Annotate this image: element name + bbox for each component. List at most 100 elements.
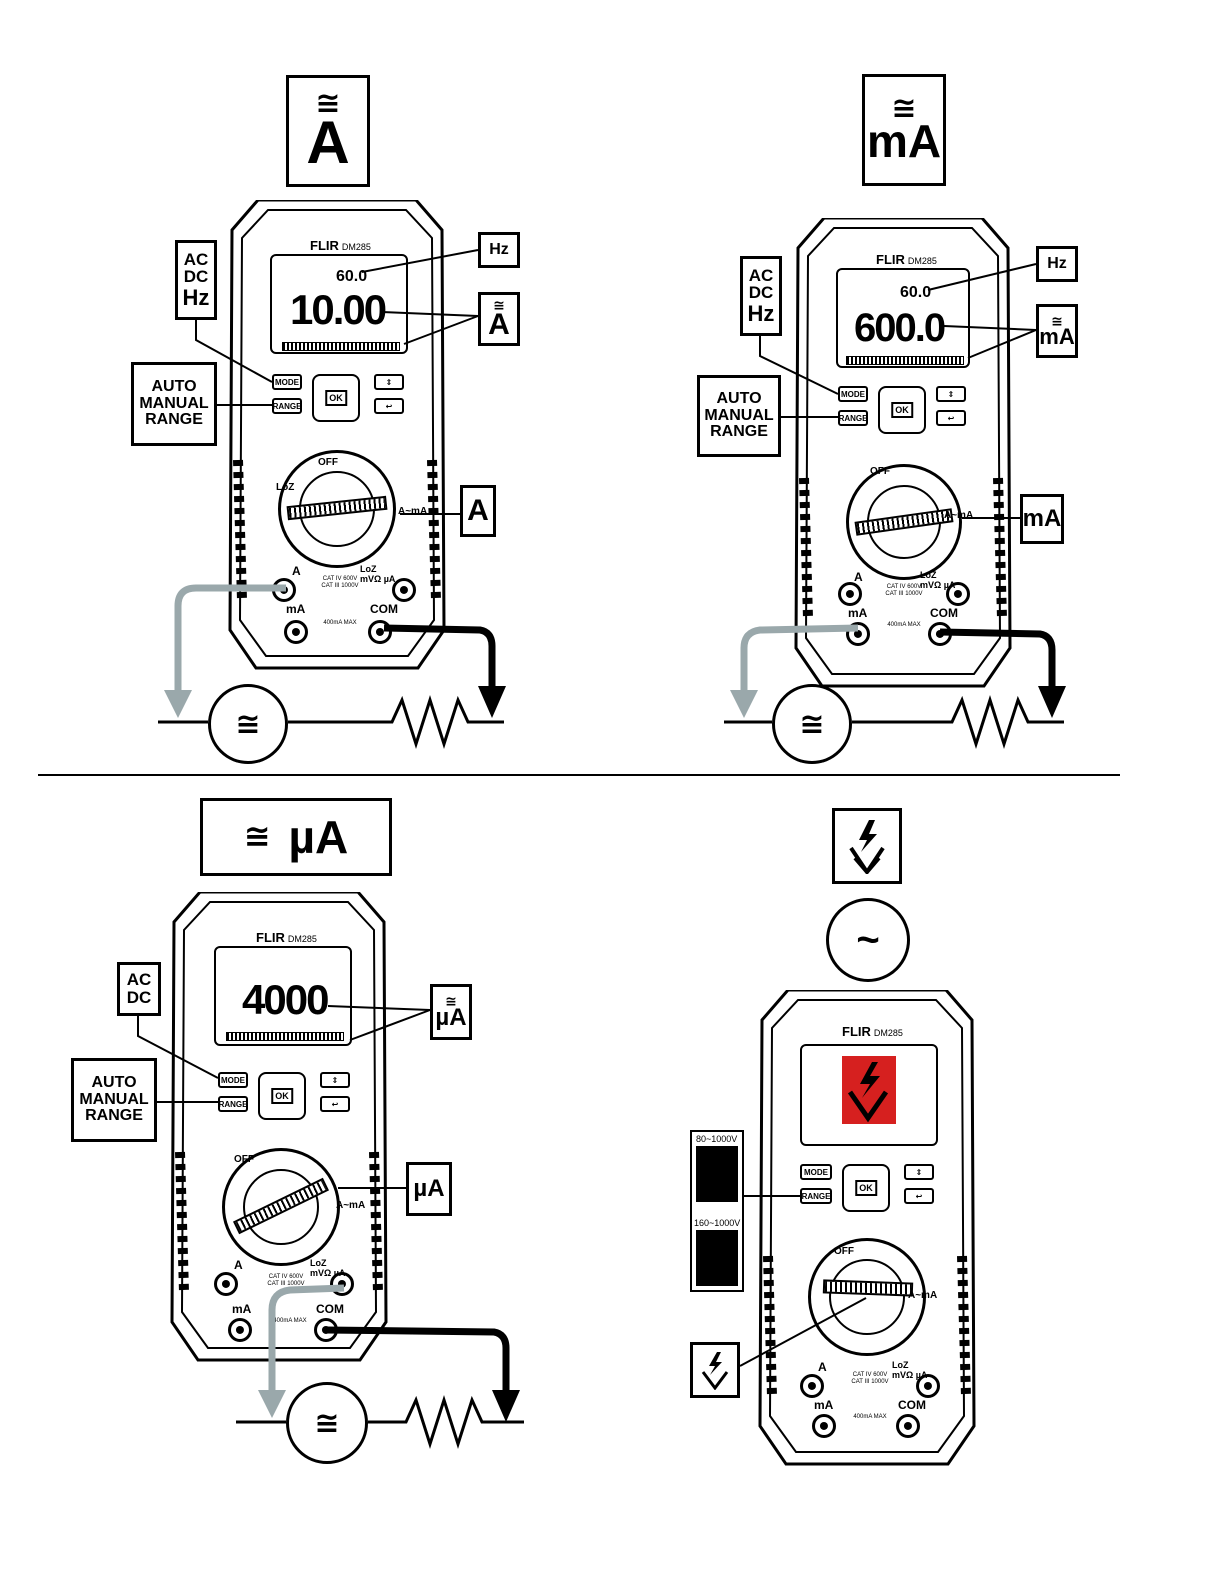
rotary-dial[interactable] <box>278 450 396 568</box>
ok-button[interactable]: OK <box>891 402 913 418</box>
jack-com[interactable] <box>896 1414 920 1438</box>
lcd-screen: 60.0 10.00 <box>270 254 408 354</box>
callout-dial-microamps: µA <box>406 1162 452 1216</box>
header-vflash <box>832 808 902 884</box>
back-button[interactable]: ↩ <box>320 1096 350 1112</box>
callout-hz: Hz <box>478 232 520 268</box>
ma-max: 400mA MAX <box>853 1414 887 1420</box>
hold-button[interactable]: ⇕ <box>904 1164 934 1180</box>
back-button[interactable]: ↩ <box>374 398 404 414</box>
mode-button[interactable]: MODE <box>838 386 868 402</box>
ac-source: ~ <box>826 898 910 982</box>
mode-button[interactable]: MODE <box>272 374 302 390</box>
cat-rating: CAT IV 600V CAT III 1000V <box>267 1274 305 1287</box>
ac-dc-source: ≅ <box>772 684 852 764</box>
jack-ma-label: mA <box>814 1398 834 1412</box>
dial-label-off: OFF <box>234 1154 254 1165</box>
jack-vohm-label: LoZ mVΩ µA <box>892 1360 928 1380</box>
jack-ma[interactable] <box>284 620 308 644</box>
header-milliamps: ≅ mA <box>862 74 946 186</box>
vflash-range-high-icon <box>696 1230 738 1286</box>
ok-button[interactable]: OK <box>271 1088 293 1104</box>
mode-button[interactable]: MODE <box>218 1072 248 1088</box>
jack-a-label: A <box>854 570 863 584</box>
jack-ma[interactable] <box>228 1318 252 1342</box>
range-button[interactable]: RANGE <box>272 398 302 414</box>
jack-a[interactable] <box>214 1272 238 1296</box>
jack-com-label: COM <box>930 606 958 620</box>
header-microamps: ≅ µA <box>200 798 392 876</box>
vflash-alert-icon <box>847 1062 889 1123</box>
callout-hz: Hz <box>1036 246 1078 282</box>
jack-a-label: A <box>292 564 301 578</box>
rotary-dial[interactable] <box>846 464 962 580</box>
jack-vohm-label: LoZ mVΩ µA <box>310 1258 346 1278</box>
header-amps: ≅ A <box>286 75 370 187</box>
callout-dial-amps: A <box>460 485 496 537</box>
range-button[interactable]: RANGE <box>218 1096 248 1112</box>
dial-label-ma: A~mA <box>398 506 428 517</box>
mode-button[interactable]: MODE <box>800 1164 832 1180</box>
vflash-range-low-icon <box>696 1146 738 1202</box>
ac-dc-source: ≅ <box>208 684 288 764</box>
vflash-alert <box>842 1056 896 1124</box>
bargraph <box>226 1032 344 1041</box>
navigation-pad[interactable]: OK <box>842 1164 890 1212</box>
header-microamps-label: µA <box>288 810 349 863</box>
jack-a[interactable] <box>838 582 862 606</box>
jack-ma[interactable] <box>812 1414 836 1438</box>
back-button[interactable]: ↩ <box>936 410 966 426</box>
navigation-pad[interactable]: OK <box>258 1072 306 1120</box>
range-button[interactable]: RANGE <box>800 1188 832 1204</box>
jack-com-label: COM <box>370 602 398 616</box>
back-button[interactable]: ↩ <box>904 1188 934 1204</box>
jack-com-label: COM <box>898 1398 926 1412</box>
ma-max: 400mA MAX <box>273 1318 307 1324</box>
rotary-dial[interactable] <box>222 1148 340 1266</box>
dial-label-off: OFF <box>318 457 338 468</box>
main-reading: 10.00 <box>290 286 387 333</box>
cat-rating: CAT IV 600V CAT III 1000V <box>885 584 923 597</box>
jack-ma-label: mA <box>232 1302 252 1316</box>
jack-a-label: A <box>818 1360 827 1374</box>
lcd-screen <box>800 1044 938 1146</box>
ma-max: 400mA MAX <box>887 622 921 628</box>
hold-button[interactable]: ⇕ <box>936 386 966 402</box>
jack-vohm[interactable] <box>946 582 970 606</box>
hold-button[interactable]: ⇕ <box>320 1072 350 1088</box>
lcd-screen: 4000 <box>214 946 352 1046</box>
range-button[interactable]: RANGE <box>838 410 868 426</box>
hold-button[interactable]: ⇕ <box>374 374 404 390</box>
jack-vohm[interactable] <box>916 1374 940 1398</box>
dial-label-off: OFF <box>834 1246 854 1257</box>
jack-vohm[interactable] <box>392 578 416 602</box>
ok-button[interactable]: OK <box>325 390 347 406</box>
jack-com-label: COM <box>316 1302 344 1316</box>
freq-readout: 60.0 <box>336 268 368 285</box>
navigation-pad[interactable]: OK <box>312 374 360 422</box>
jack-a-label: A <box>234 1258 243 1272</box>
range-label-low: 80~1000V <box>696 1134 738 1144</box>
rotary-dial[interactable] <box>808 1238 926 1356</box>
ok-button[interactable]: OK <box>855 1180 877 1196</box>
callout-dial-vflash <box>690 1342 740 1398</box>
jack-vohm[interactable] <box>330 1272 354 1296</box>
navigation-pad[interactable]: OK <box>878 386 926 434</box>
jack-com[interactable] <box>368 620 392 644</box>
jack-a[interactable] <box>800 1374 824 1398</box>
callout-range-milliamps: ≅mA <box>1036 304 1078 358</box>
